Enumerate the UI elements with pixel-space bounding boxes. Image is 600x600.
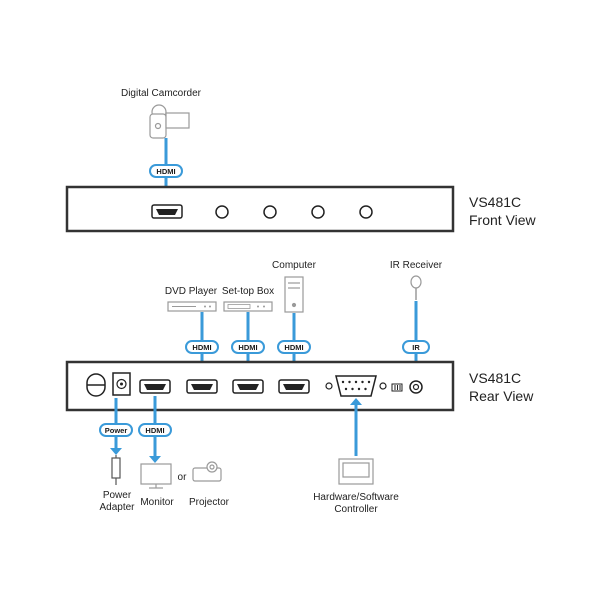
- power-jack: [112, 372, 131, 396]
- projector-icon: [192, 461, 222, 482]
- power-port-tag: Power: [99, 423, 133, 437]
- svg-text:Power: Power: [105, 426, 128, 435]
- monitor-icon: [140, 463, 172, 489]
- svg-text:IR: IR: [412, 343, 420, 352]
- power-switch-icon: [86, 373, 106, 397]
- power-adapter-label-line2: Adapter: [99, 502, 135, 513]
- hdmi-input-port-2: [232, 379, 264, 394]
- rear-model-label: VS481C: [469, 370, 521, 386]
- front-hdmi-port: [151, 204, 183, 219]
- ir-jack: [409, 380, 423, 394]
- ir-receiver-label: IR Receiver: [390, 260, 443, 271]
- svg-text:HDMI: HDMI: [156, 167, 175, 176]
- svg-text:HDMI: HDMI: [192, 343, 211, 352]
- hdmi-input-port-1: [186, 379, 218, 394]
- projector-label: Projector: [189, 497, 230, 508]
- front-button-4: [359, 205, 373, 219]
- controller-label-line1: Hardware/Software: [313, 492, 399, 503]
- front-panel: [65, 185, 455, 233]
- front-button-3: [311, 205, 325, 219]
- or-label: or: [178, 472, 188, 483]
- power-adapter-icon: [111, 455, 121, 485]
- ir-receiver-icon: [410, 275, 422, 300]
- front-button-1: [215, 205, 229, 219]
- svg-text:HDMI: HDMI: [145, 426, 164, 435]
- computer-icon: [284, 276, 304, 313]
- front-model-label: VS481C: [469, 194, 521, 210]
- front-button-2: [263, 205, 277, 219]
- set-top-box-label: Set-top Box: [222, 286, 274, 297]
- monitor-label: Monitor: [140, 497, 174, 508]
- front-view-label: Front View: [469, 212, 537, 228]
- controller-icon: [338, 458, 374, 485]
- output-arrowhead: [149, 456, 161, 463]
- svg-text:HDMI: HDMI: [238, 343, 257, 352]
- digital-camcorder-label: Digital Camcorder: [121, 88, 202, 99]
- svg-text:HDMI: HDMI: [284, 343, 303, 352]
- power-arrowhead: [110, 448, 122, 455]
- rear-view-label: Rear View: [469, 388, 534, 404]
- dip-switch-icon: [391, 383, 403, 392]
- power-adapter-label-line1: Power: [103, 490, 132, 501]
- computer-label: Computer: [272, 260, 317, 271]
- hdmi-output-port: [139, 379, 171, 394]
- set-top-box-icon: [223, 301, 273, 312]
- computer-hdmi-port-tag: HDMI: [277, 340, 311, 354]
- output-hdmi-port-tag: HDMI: [138, 423, 172, 437]
- ir-port-tag: IR: [402, 340, 430, 354]
- dvd-hdmi-port-tag: HDMI: [185, 340, 219, 354]
- set-top-box-hdmi-port-tag: HDMI: [231, 340, 265, 354]
- dvd-player-icon: [167, 301, 217, 312]
- camcorder-icon: [149, 104, 190, 139]
- front-hdmi-port-tag: HDMI: [149, 164, 183, 178]
- controller-arrowhead: [350, 398, 362, 405]
- rs232-serial-port: [325, 375, 387, 397]
- dvd-player-label: DVD Player: [165, 286, 218, 297]
- hdmi-input-port-3: [278, 379, 310, 394]
- controller-label-line2: Controller: [334, 504, 378, 515]
